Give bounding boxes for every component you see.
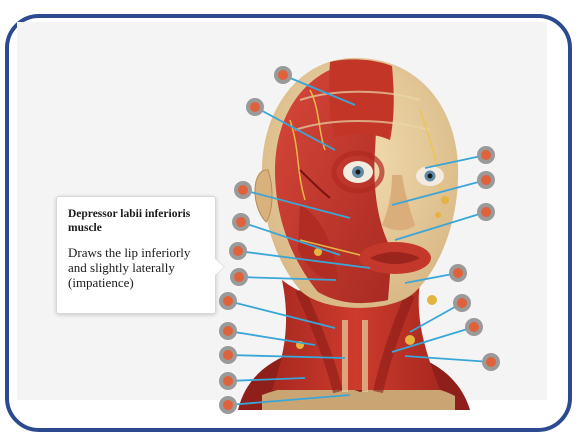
- hotspot-marker[interactable]: [477, 146, 495, 164]
- hotspot-marker[interactable]: [219, 396, 237, 414]
- hotspot-marker[interactable]: [234, 181, 252, 199]
- hotspot-marker[interactable]: [477, 203, 495, 221]
- hotspot-marker[interactable]: [219, 346, 237, 364]
- hotspot-marker[interactable]: [453, 294, 471, 312]
- hotspot-marker[interactable]: [449, 264, 467, 282]
- hotspot-marker[interactable]: [482, 353, 500, 371]
- hotspot-marker[interactable]: [477, 171, 495, 189]
- tooltip-description: Draws the lip inferiorly and slightly la…: [68, 245, 205, 290]
- muscle-info-tooltip: Depressor labii inferioris muscle Draws …: [56, 196, 216, 314]
- tooltip-title: Depressor labii inferioris muscle: [68, 207, 205, 235]
- hotspot-marker[interactable]: [219, 322, 237, 340]
- frontalis: [329, 59, 394, 140]
- hotspot-marker[interactable]: [232, 213, 250, 231]
- hotspot-marker[interactable]: [219, 372, 237, 390]
- hotspot-marker[interactable]: [229, 242, 247, 260]
- hotspot-marker[interactable]: [230, 268, 248, 286]
- hotspot-marker[interactable]: [274, 66, 292, 84]
- hotspot-marker[interactable]: [219, 292, 237, 310]
- hotspot-marker[interactable]: [465, 318, 483, 336]
- hotspot-marker[interactable]: [246, 98, 264, 116]
